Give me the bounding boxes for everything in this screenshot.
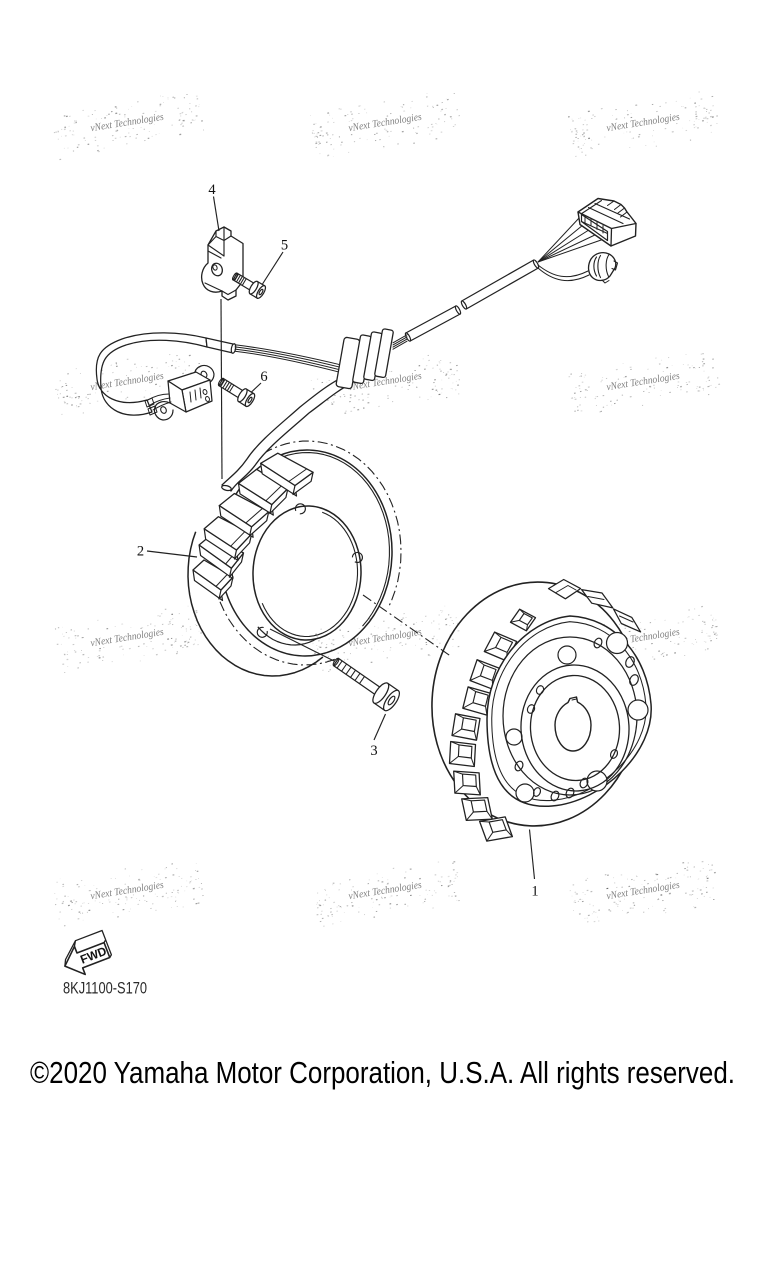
svg-text:8KJ1100-S170: 8KJ1100-S170 [63,980,147,998]
svg-text:2: 2 [137,544,144,560]
svg-text:5: 5 [281,238,288,254]
svg-text:4: 4 [208,182,216,198]
svg-text:©2020 Yamaha Motor Corporation: ©2020 Yamaha Motor Corporation, U.S.A. A… [30,1056,735,1090]
svg-text:3: 3 [370,743,377,759]
svg-text:6: 6 [260,369,267,385]
svg-text:1: 1 [531,884,538,900]
